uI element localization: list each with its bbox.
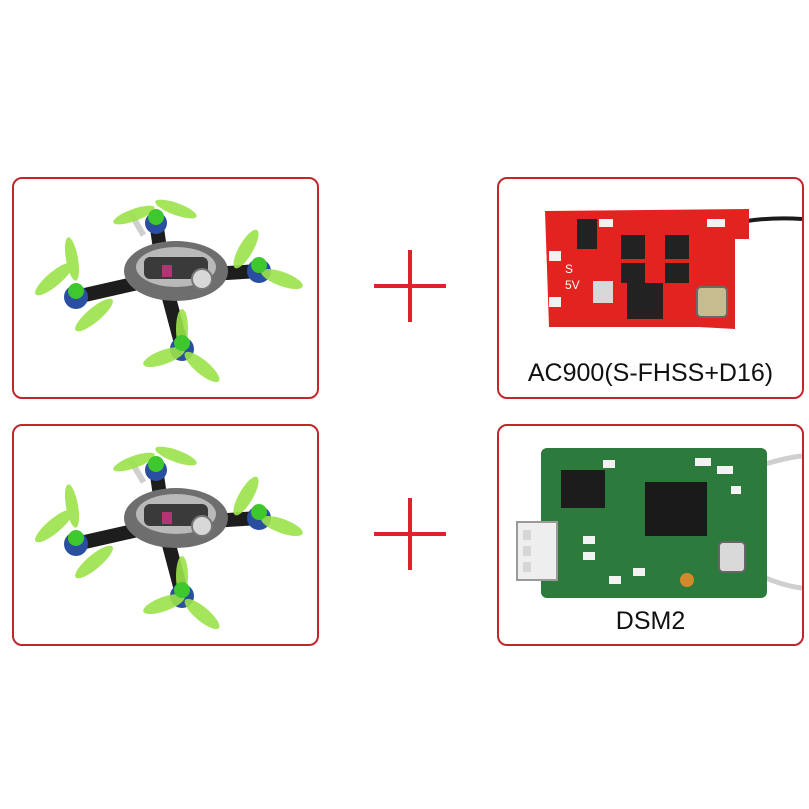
plus-icon-bottom (374, 498, 446, 570)
drone-image-top (35, 199, 303, 383)
receiver-panel-top: S 5V AC900(S-FHSS+D16) (497, 177, 804, 399)
red-receiver-board-icon: S 5V (545, 209, 802, 329)
receiver-caption-top: AC900(S-FHSS+D16) (527, 359, 774, 387)
svg-text:S: S (565, 262, 573, 276)
svg-text:5V: 5V (565, 278, 580, 292)
drone-panel-bottom (12, 424, 319, 646)
green-receiver-board-icon (516, 448, 802, 598)
plus-icon-top (374, 250, 446, 322)
drone-panel-top (12, 177, 319, 399)
receiver-caption-bottom: DSM2 (615, 607, 686, 635)
drone-image-bottom (35, 446, 303, 630)
receiver-panel-bottom: DSM2 (497, 424, 804, 646)
